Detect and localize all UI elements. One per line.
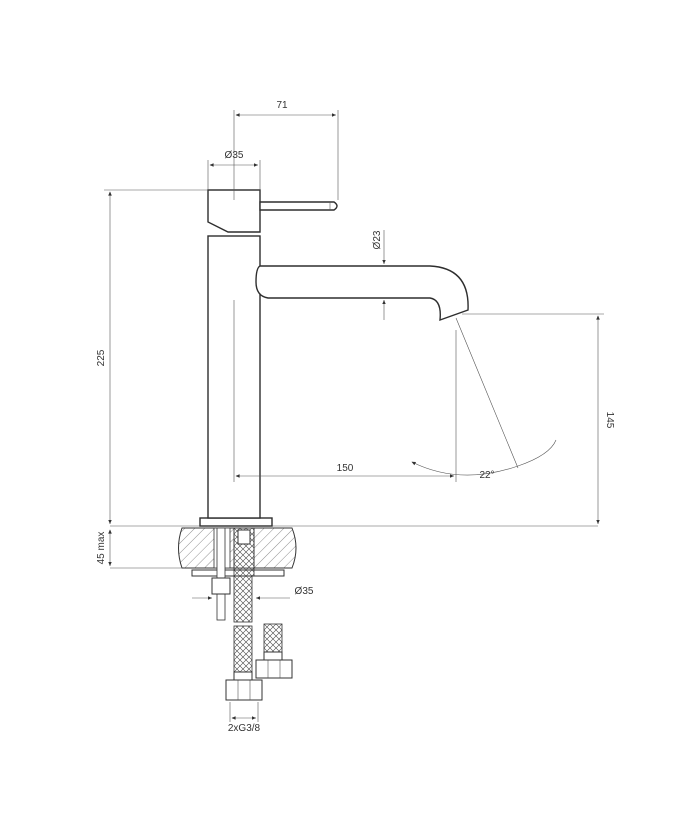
countertop bbox=[110, 525, 598, 569]
faucet-body bbox=[199, 189, 273, 527]
dim-45-label: 45 max bbox=[96, 532, 107, 565]
dimension-diameter-23: Ø23 bbox=[372, 230, 386, 320]
dimension-angle-22: 22° bbox=[411, 317, 557, 481]
flexible-hose-left bbox=[225, 575, 263, 701]
dimension-45-max: 45 max bbox=[96, 529, 112, 566]
lever-handle bbox=[259, 201, 338, 211]
dimension-145: 145 bbox=[462, 313, 615, 524]
dimension-225: 225 bbox=[96, 189, 208, 524]
dimension-diameter-35-top: Ø35 bbox=[207, 150, 261, 190]
mounting-hardware bbox=[191, 527, 285, 621]
dimension-71: 71 bbox=[233, 100, 339, 200]
dim-225-label: 225 bbox=[96, 349, 107, 366]
dimension-150: 150 bbox=[233, 300, 457, 482]
dim-thread-label: 2xG3/8 bbox=[228, 723, 261, 734]
dim-35-top-label: Ø35 bbox=[225, 150, 244, 161]
dimension-diameter-35-bottom: Ø35 bbox=[192, 586, 314, 600]
flexible-hose-right bbox=[255, 623, 293, 679]
dim-150-label: 150 bbox=[337, 463, 354, 474]
dim-35-bottom-label: Ø35 bbox=[295, 586, 314, 597]
dim-23-label: Ø23 bbox=[372, 230, 383, 249]
dim-angle-label: 22° bbox=[479, 470, 494, 481]
dim-71-label: 71 bbox=[276, 100, 288, 111]
dimension-thread: 2xG3/8 bbox=[228, 702, 261, 734]
spout bbox=[255, 265, 469, 322]
dim-145-label: 145 bbox=[604, 412, 615, 429]
